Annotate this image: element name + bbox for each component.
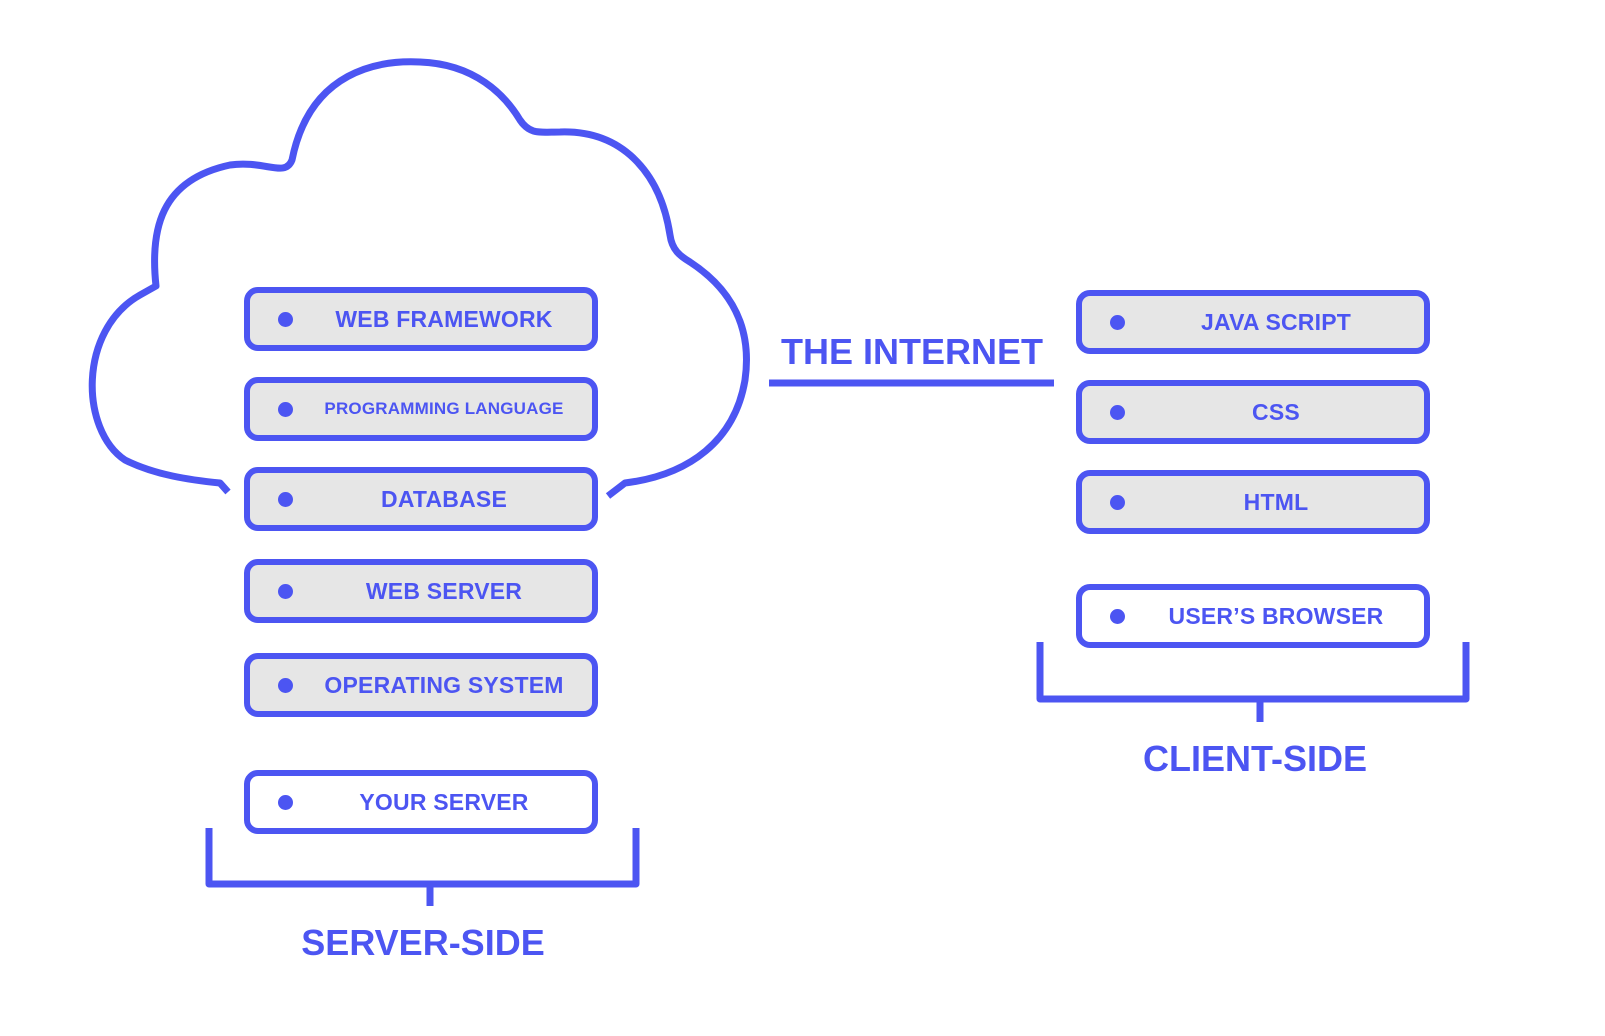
server-item-web-server: WEB SERVER [244,559,598,623]
server-item-web-framework: WEB FRAMEWORK [244,287,598,351]
bullet-dot-icon [1110,494,1125,510]
client-item-label: CSS [1252,398,1300,425]
bullet-dot-icon [1110,608,1125,624]
client-item-javascript: JAVA SCRIPT [1076,290,1430,354]
cloud-icon [88,58,750,499]
server-item-label: WEB FRAMEWORK [335,305,553,332]
your-server-label: YOUR SERVER [359,788,529,815]
client-side-caption: CLIENT-SIDE [1142,738,1367,779]
internet-label: THE INTERNET [780,331,1043,372]
your-server-box: YOUR SERVER [244,770,598,834]
server-side-bracket-icon [205,828,640,906]
bullet-dot-icon [278,583,293,599]
client-item-label: JAVA SCRIPT [1200,308,1351,335]
server-item-label: OPERATING SYSTEM [324,671,564,698]
server-item-label: DATABASE [381,485,507,512]
server-side-caption: SERVER-SIDE [301,922,545,963]
server-item-operating-system: OPERATING SYSTEM [244,653,598,717]
bullet-dot-icon [1110,404,1125,420]
server-item-database: DATABASE [244,467,598,531]
client-item-label: HTML [1243,488,1309,515]
client-item-css: CSS [1076,380,1430,444]
bullet-dot-icon [278,677,293,693]
server-item-label: WEB SERVER [365,577,523,604]
server-item-programming-language: PROGRAMMING LANGUAGE [244,377,598,441]
bullet-dot-icon [1110,314,1125,330]
client-item-html: HTML [1076,470,1430,534]
server-item-label: PROGRAMMING LANGUAGE [324,399,564,418]
bullet-dot-icon [278,491,293,507]
bullet-dot-icon [278,311,293,327]
users-browser-box: USER’S BROWSER [1076,584,1430,648]
bullet-dot-icon [278,794,293,810]
client-side-bracket-icon [1036,642,1470,722]
bullet-dot-icon [278,401,293,417]
users-browser-label: USER’S BROWSER [1168,602,1384,629]
